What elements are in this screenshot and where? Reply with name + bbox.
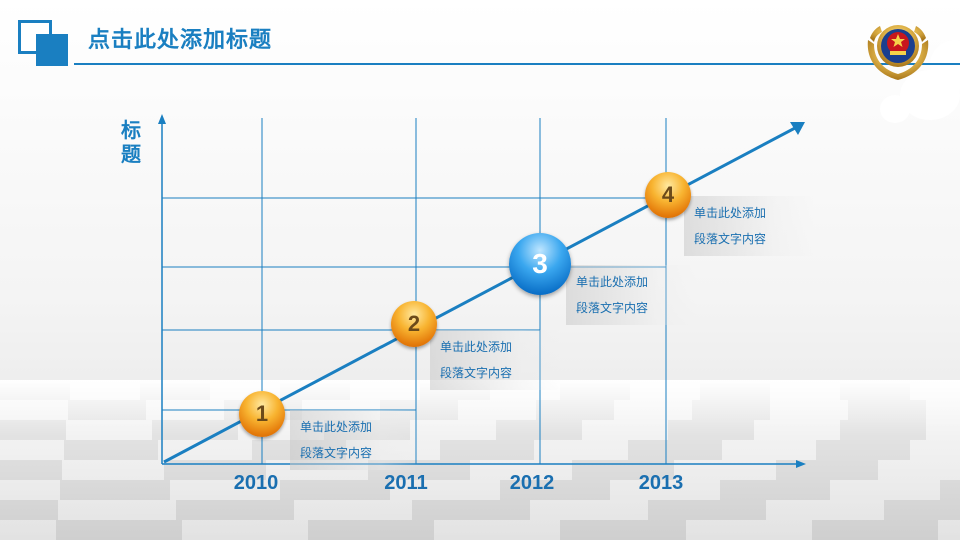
callout-line: 单击此处添加 bbox=[440, 340, 513, 354]
x-tick-label: 2010 bbox=[233, 472, 279, 494]
header-divider bbox=[74, 63, 960, 65]
step-1-badge[interactable]: 1 bbox=[239, 391, 285, 437]
callout-line: 段落文字内容 bbox=[300, 446, 373, 460]
cloud-decoration bbox=[880, 95, 910, 123]
header-square-filled bbox=[36, 34, 68, 66]
step-callout[interactable]: 单击此处添加 段落文字内容 bbox=[430, 330, 560, 390]
x-tick-label: 2011 bbox=[384, 472, 428, 494]
checkered-floor bbox=[0, 380, 960, 540]
police-emblem-icon bbox=[867, 25, 929, 80]
y-axis-title: 标题 bbox=[121, 118, 141, 166]
callout-line: 段落文字内容 bbox=[440, 366, 513, 380]
x-tick-label: 2013 bbox=[638, 472, 684, 494]
step-callout[interactable]: 单击此处添加 段落文字内容 bbox=[290, 410, 420, 470]
callout-line: 单击此处添加 bbox=[300, 420, 373, 434]
trend-arrowhead bbox=[790, 122, 805, 135]
step-2-badge[interactable]: 2 bbox=[391, 301, 437, 347]
callout-line: 段落文字内容 bbox=[576, 301, 649, 315]
callout-line: 段落文字内容 bbox=[694, 232, 767, 246]
x-axis-arrowhead bbox=[796, 460, 806, 468]
step-3-badge[interactable]: 3 bbox=[509, 233, 571, 295]
callout-line: 单击此处添加 bbox=[576, 275, 649, 289]
step-4-badge[interactable]: 4 bbox=[645, 172, 691, 218]
step-callout[interactable]: 单击此处添加 段落文字内容 bbox=[684, 196, 814, 256]
step-callout[interactable]: 单击此处添加 段落文字内容 bbox=[566, 265, 696, 325]
y-axis-arrowhead bbox=[158, 114, 166, 124]
x-tick-label: 2012 bbox=[509, 472, 555, 494]
page-title[interactable]: 点击此处添加标题 bbox=[88, 28, 273, 53]
callout-line: 单击此处添加 bbox=[694, 206, 767, 220]
